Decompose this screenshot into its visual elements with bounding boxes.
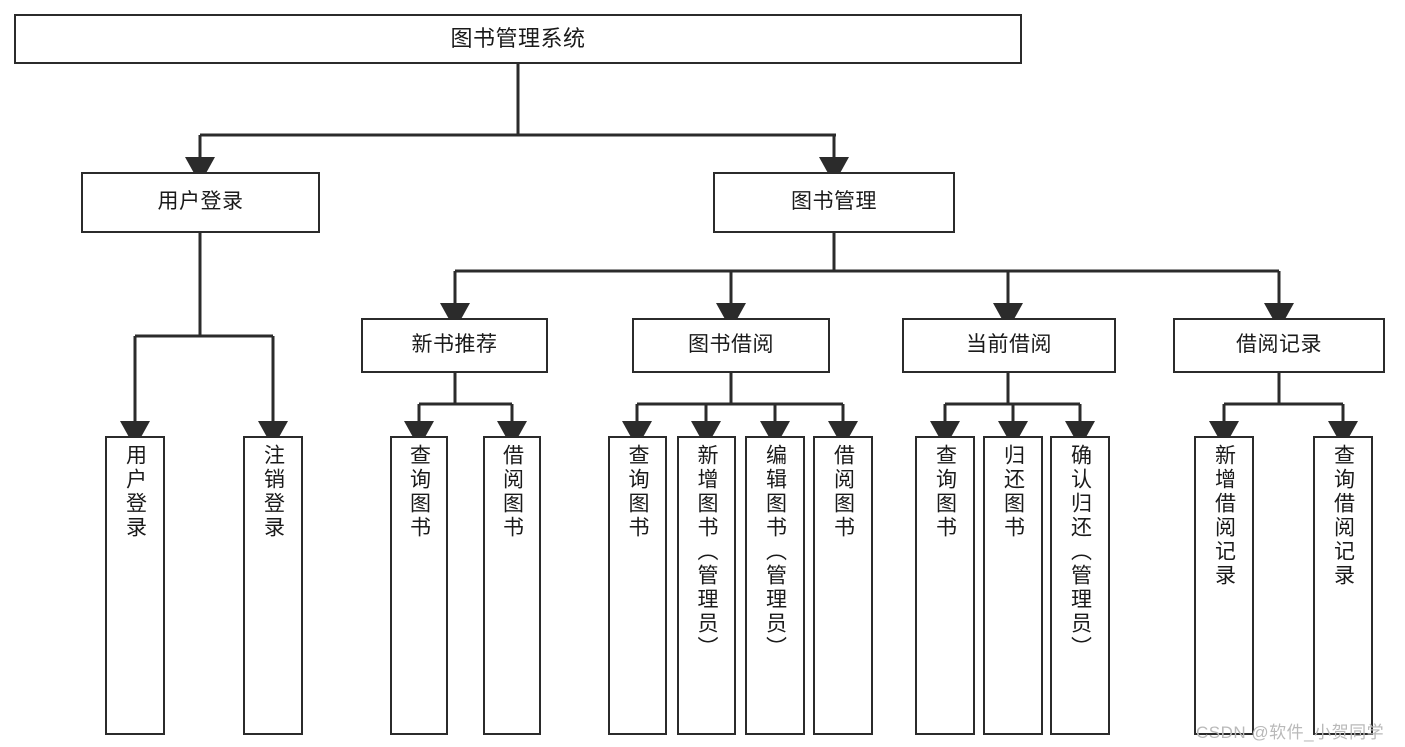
leaf-query-book-borrow[interactable]: 查询图书 bbox=[608, 436, 667, 735]
node-user-login-label: 用户登录 bbox=[157, 190, 244, 214]
leaf-borrow-book-label: 借阅图书 bbox=[831, 444, 855, 540]
node-root[interactable]: 图书管理系统 bbox=[14, 14, 1022, 64]
node-current-borrow[interactable]: 当前借阅 bbox=[902, 318, 1116, 373]
leaf-add-book-admin-label: 新增图书（管理员） bbox=[695, 444, 718, 660]
leaf-return-book[interactable]: 归还图书 bbox=[983, 436, 1043, 735]
node-user-login[interactable]: 用户登录 bbox=[81, 172, 320, 233]
leaf-logout-label: 注销登录 bbox=[261, 444, 285, 540]
node-book-borrow-label: 图书借阅 bbox=[688, 333, 774, 357]
leaf-query-book-current[interactable]: 查询图书 bbox=[915, 436, 975, 735]
leaf-query-book-borrow-label: 查询图书 bbox=[626, 444, 649, 540]
leaf-borrow-book-newbook-label: 借阅图书 bbox=[500, 444, 524, 540]
node-current-borrow-label: 当前借阅 bbox=[966, 333, 1052, 357]
leaf-return-book-label: 归还图书 bbox=[1001, 444, 1025, 540]
leaf-query-book-newbook-label: 查询图书 bbox=[407, 444, 431, 540]
node-book-management[interactable]: 图书管理 bbox=[713, 172, 955, 233]
node-book-management-label: 图书管理 bbox=[791, 190, 877, 214]
csdn-watermark: CSDN @软件_小贺同学 bbox=[1196, 723, 1385, 742]
node-new-book-recommend-label: 新书推荐 bbox=[411, 333, 498, 357]
leaf-user-login[interactable]: 用户登录 bbox=[105, 436, 165, 735]
leaf-confirm-return-admin[interactable]: 确认归还（管理员） bbox=[1050, 436, 1110, 735]
leaf-add-book-admin[interactable]: 新增图书（管理员） bbox=[677, 436, 736, 735]
leaf-query-book-current-label: 查询图书 bbox=[933, 444, 957, 540]
leaf-query-book-newbook[interactable]: 查询图书 bbox=[390, 436, 448, 735]
leaf-add-borrow-record-label: 新增借阅记录 bbox=[1212, 444, 1236, 588]
leaf-user-login-label: 用户登录 bbox=[123, 444, 147, 540]
node-book-borrow[interactable]: 图书借阅 bbox=[632, 318, 830, 373]
node-borrow-record[interactable]: 借阅记录 bbox=[1173, 318, 1385, 373]
node-root-label: 图书管理系统 bbox=[450, 26, 586, 52]
node-new-book-recommend[interactable]: 新书推荐 bbox=[361, 318, 548, 373]
leaf-borrow-book-newbook[interactable]: 借阅图书 bbox=[483, 436, 541, 735]
leaf-query-borrow-record[interactable]: 查询借阅记录 bbox=[1313, 436, 1373, 735]
leaf-borrow-book[interactable]: 借阅图书 bbox=[813, 436, 873, 735]
leaf-add-borrow-record[interactable]: 新增借阅记录 bbox=[1194, 436, 1254, 735]
node-borrow-record-label: 借阅记录 bbox=[1236, 333, 1322, 357]
leaf-confirm-return-admin-label: 确认归还（管理员） bbox=[1068, 444, 1092, 660]
leaf-edit-book-admin[interactable]: 编辑图书（管理员） bbox=[745, 436, 805, 735]
leaf-logout[interactable]: 注销登录 bbox=[243, 436, 303, 735]
leaf-query-borrow-record-label: 查询借阅记录 bbox=[1331, 444, 1355, 588]
leaf-edit-book-admin-label: 编辑图书（管理员） bbox=[763, 444, 787, 660]
